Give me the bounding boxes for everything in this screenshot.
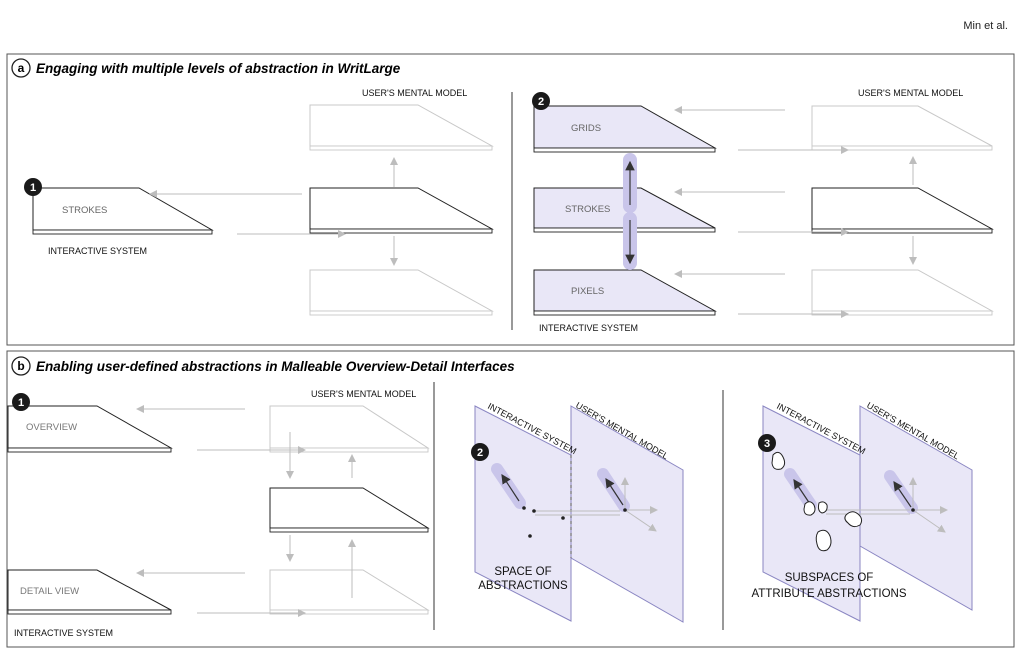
panel-a-letter: a: [18, 61, 25, 75]
b-left-overview-plane: [7, 405, 173, 453]
a-left-system-label: INTERACTIVE SYSTEM: [48, 246, 147, 256]
a-left-mental-top: [309, 104, 494, 151]
b-mid-arrow-left-icon: [501, 473, 520, 502]
a-left-mental-bottom: [309, 269, 494, 316]
running-header: Min et al.: [963, 20, 1008, 32]
a-right-step-badge: 2: [532, 92, 550, 110]
b-left-mental-top: [269, 405, 430, 453]
panel-b-title: Enabling user-defined abstractions in Ma…: [36, 359, 515, 374]
a-left-mental-mid: [309, 187, 494, 234]
b-right-arrow-right-icon: [893, 481, 912, 508]
b-mid-caption-1: SPACE OF: [494, 566, 551, 578]
b-left-mental-label: USER'S MENTAL MODEL: [311, 389, 416, 399]
a-right-strokes-label: STROKES: [565, 204, 610, 215]
b-right-blob: [771, 451, 786, 470]
b-mid-point: [532, 509, 536, 513]
a-left-strokes-label: STROKES: [62, 205, 107, 216]
a-left-system-plane: [32, 187, 214, 235]
svg-text:1: 1: [30, 182, 36, 194]
b-left-detail-plane: [7, 569, 172, 615]
b-right-caption-1: SUBSPACES OF: [785, 572, 874, 584]
b-left-detail-label: DETAIL VIEW: [20, 586, 79, 597]
b-mid-point: [528, 534, 532, 538]
b-mid-mental-plane: [570, 405, 684, 623]
b-left-mental-bottom: [269, 569, 430, 615]
b-mid-axis-diag: [624, 509, 657, 532]
b-right-step-badge: 3: [758, 434, 776, 452]
a-right-mental-label: USER'S MENTAL MODEL: [858, 88, 963, 98]
b-left-system-label: INTERACTIVE SYSTEM: [14, 628, 113, 638]
panel-b-frame: [6, 350, 1015, 648]
b-right-caption-2: ATTRIBUTE ABSTRACTIONS: [751, 588, 906, 600]
svg-text:2: 2: [538, 96, 544, 108]
panel-b-badge: b: [11, 356, 31, 376]
b-mid-arrow-right-icon: [605, 477, 624, 506]
b-mid-point: [623, 508, 627, 512]
a-right-pixels-label: PIXELS: [571, 286, 604, 297]
svg-text:2: 2: [477, 447, 483, 459]
b-mid-point: [561, 516, 565, 520]
a-right-system-label: INTERACTIVE SYSTEM: [539, 323, 638, 333]
b-left-mental-mid: [269, 487, 430, 533]
b-right-axis-diag: [912, 509, 946, 533]
a-right-mental-bottom: [811, 269, 994, 316]
b-mid-caption-2: ABSTRACTIONS: [478, 580, 568, 592]
b-right-blob: [803, 501, 816, 516]
a-left-step-badge: 1: [24, 178, 42, 196]
svg-text:3: 3: [764, 438, 770, 450]
panel-a-frame: [6, 53, 1015, 346]
a-right-mental-top: [811, 105, 993, 151]
b-mid-step-badge: 2: [471, 443, 489, 461]
a-right-mental-mid: [811, 187, 994, 234]
b-right-arrow-left-icon: [793, 479, 811, 505]
b-mid-system-plane: [474, 405, 572, 622]
panel-a-badge: a: [11, 58, 31, 78]
b-right-blob: [817, 501, 828, 514]
b-right-blob: [815, 529, 832, 552]
panel-b-letter: b: [17, 359, 24, 373]
a-right-plane-grids: [533, 105, 717, 153]
b-left-step-badge: 1: [12, 393, 30, 411]
a-left-mental-label: USER'S MENTAL MODEL: [362, 88, 467, 98]
a-right-plane-pixels: [533, 269, 717, 316]
svg-text:1: 1: [18, 397, 24, 409]
b-left-overview-label: OVERVIEW: [26, 422, 77, 433]
panel-a-title: Engaging with multiple levels of abstrac…: [36, 61, 401, 76]
b-right-blob: [844, 511, 863, 528]
b-mid-point: [522, 506, 526, 510]
a-right-grids-label: GRIDS: [571, 123, 601, 134]
b-right-point: [911, 508, 915, 512]
